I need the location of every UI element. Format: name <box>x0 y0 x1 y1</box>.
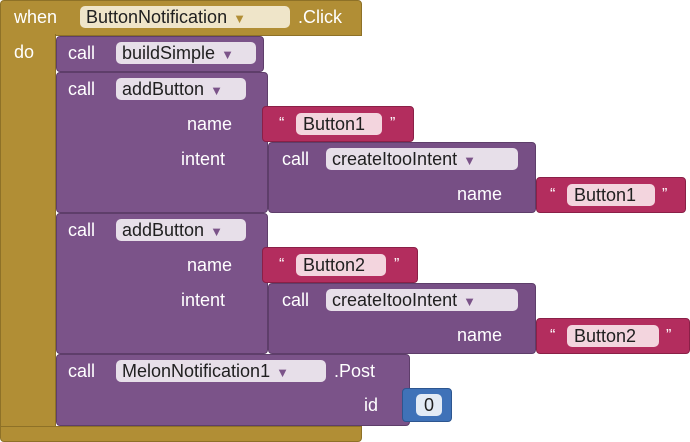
addbutton-method-dropdown[interactable]: addButton ▼ <box>116 78 246 100</box>
createitoointent-method-dropdown[interactable]: createItooIntent ▼ <box>326 148 518 170</box>
createitoointent-method-dropdown[interactable]: createItooIntent ▼ <box>326 289 518 311</box>
createitoointent-method-label: createItooIntent <box>332 290 458 310</box>
open-quote-icon: “ <box>550 186 556 203</box>
chevron-down-icon: ▼ <box>210 224 223 239</box>
close-quote-icon: ” <box>394 256 400 273</box>
intent-param-label: intent <box>181 149 226 169</box>
call-label: call <box>68 220 96 240</box>
call-label: call <box>68 43 96 63</box>
chevron-down-icon: ▼ <box>233 11 246 26</box>
post-component-dropdown[interactable]: MelonNotification1 ▼ <box>116 360 326 382</box>
chevron-down-icon: ▼ <box>276 365 289 380</box>
text-block-button2[interactable] <box>262 247 418 283</box>
event-component-label: ButtonNotification <box>86 7 228 27</box>
call-label: call <box>68 361 96 381</box>
close-quote-icon: ” <box>666 327 672 344</box>
intent-param-label: intent <box>181 290 226 310</box>
do-label: do <box>14 42 35 62</box>
intent-name-param-label: name <box>457 325 503 345</box>
chevron-down-icon: ▼ <box>221 47 234 62</box>
call-label: call <box>282 149 310 169</box>
addbutton-method-label: addButton <box>122 79 205 99</box>
open-quote-icon: “ <box>550 327 556 344</box>
close-quote-icon: ” <box>390 115 396 132</box>
text-value-field[interactable]: Button1 <box>296 113 382 135</box>
call-label: call <box>282 290 310 310</box>
call-label: call <box>68 79 96 99</box>
id-param-label: id <box>364 395 379 415</box>
event-name-label: .Click <box>298 7 342 27</box>
number-value-field[interactable]: 0 <box>416 394 442 416</box>
intent-name-param-label: name <box>457 184 503 204</box>
open-quote-icon: “ <box>279 115 285 132</box>
event-bottom-cap <box>0 426 362 442</box>
chevron-down-icon: ▼ <box>463 153 476 168</box>
chevron-down-icon: ▼ <box>463 294 476 309</box>
text-value-field[interactable]: Button2 <box>567 325 659 347</box>
post-component-label: MelonNotification1 <box>122 361 271 381</box>
event-component-dropdown[interactable]: ButtonNotification ▼ <box>80 6 290 28</box>
close-quote-icon: ” <box>662 186 668 203</box>
open-quote-icon: “ <box>279 256 285 273</box>
event-do-rail <box>0 34 56 428</box>
text-value-field[interactable]: Button2 <box>296 254 386 276</box>
buildsimple-method-label: buildSimple <box>122 43 216 63</box>
post-method-label: .Post <box>334 361 376 381</box>
chevron-down-icon: ▼ <box>210 83 223 98</box>
createitoointent-method-label: createItooIntent <box>332 149 458 169</box>
text-value-field[interactable]: Button1 <box>567 184 655 206</box>
addbutton-method-label: addButton <box>122 220 205 240</box>
name-param-label: name <box>187 255 233 275</box>
name-param-label: name <box>187 114 233 134</box>
addbutton-method-dropdown[interactable]: addButton ▼ <box>116 219 246 241</box>
buildsimple-method-dropdown[interactable]: buildSimple ▼ <box>116 42 256 64</box>
when-label: when <box>14 7 58 27</box>
